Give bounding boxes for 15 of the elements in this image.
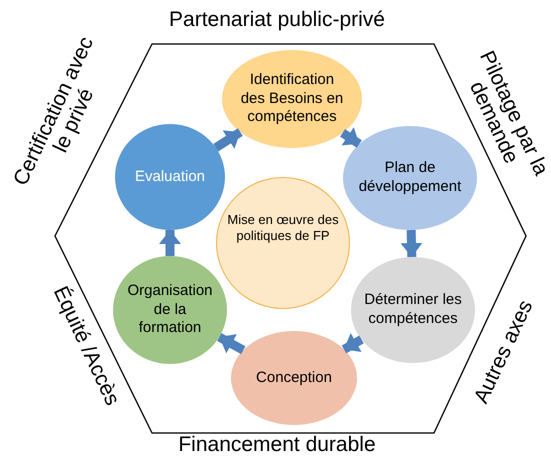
side-label: Financement durable xyxy=(177,432,377,458)
process-ellipse: Organisation de la formation xyxy=(113,256,227,364)
process-ellipse: Conception xyxy=(231,331,357,425)
process-ellipse: Plan de développement xyxy=(343,126,477,230)
process-ellipse: Evaluation xyxy=(115,124,225,230)
arrow xyxy=(213,128,243,152)
arrow xyxy=(340,127,362,148)
arrow xyxy=(400,230,422,258)
process-ellipse: Mise en œuvre des politiques de FP xyxy=(216,177,350,309)
arrow xyxy=(217,333,246,354)
process-ellipse: Déterminer les compétences xyxy=(351,257,475,363)
side-label: Partenariat public-privé xyxy=(168,6,386,33)
process-ellipse: Identification des Besoins en compétences xyxy=(222,50,362,148)
arrow xyxy=(159,230,181,256)
arrow xyxy=(342,332,364,354)
